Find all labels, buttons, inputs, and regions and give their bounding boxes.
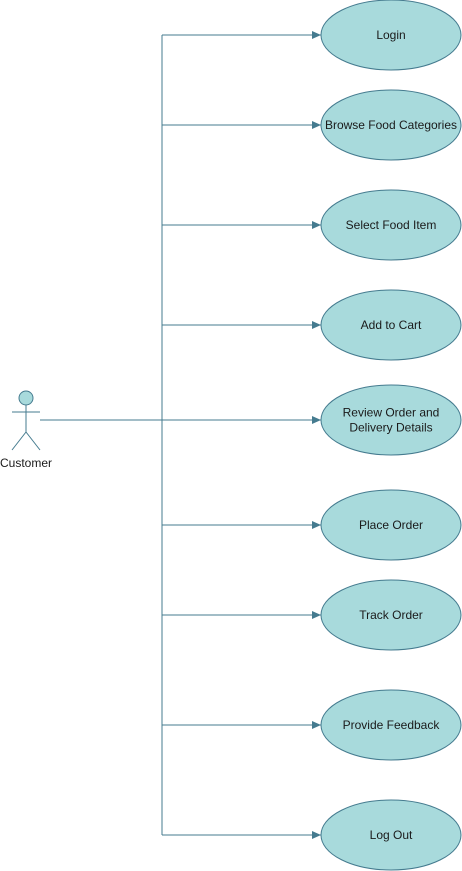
use-case-ellipse [320,89,462,161]
use-case-ellipse [320,579,462,651]
use-case-login[interactable]: Login [320,0,462,71]
connector-lines [40,31,321,839]
use-case-label: Delivery Details [349,421,432,435]
use-case-label: Select Food Item [346,218,437,232]
use-case-track-order[interactable]: Track Order [320,579,462,651]
stick-figure-icon [11,390,41,451]
use-case-ellipse [320,189,462,261]
use-case-browse-food-categories[interactable]: Browse Food Categories [320,89,462,161]
use-case-place-order[interactable]: Place Order [320,489,462,561]
use-case-ellipse [320,384,462,456]
actor-head [18,390,34,406]
actor-label: Customer [0,456,52,470]
use-case-ellipse [320,799,462,871]
use-case-ellipse [320,0,462,71]
customer-actor[interactable]: Customer [0,390,52,470]
use-case-label: Track Order [359,608,423,622]
use-case-label: Place Order [359,518,423,532]
use-case-ellipse [320,489,462,561]
use-case-label: Browse Food Categories [325,118,457,132]
actor-right-leg [25,431,41,451]
use-case-log-out[interactable]: Log Out [320,799,462,871]
use-case-label: Log Out [370,828,413,842]
use-case-label: Add to Cart [361,318,422,332]
use-case-label: Review Order and [343,406,440,420]
use-case-add-to-cart[interactable]: Add to Cart [320,289,462,361]
use-case-ellipse [320,289,462,361]
use-case-select-food-item[interactable]: Select Food Item [320,189,462,261]
use-case-ellipse [320,689,462,761]
use-case-label: Provide Feedback [343,718,441,732]
actor-left-leg [11,431,27,451]
use-case-label: Login [376,28,405,42]
use-case-provide-feedback[interactable]: Provide Feedback [320,689,462,761]
